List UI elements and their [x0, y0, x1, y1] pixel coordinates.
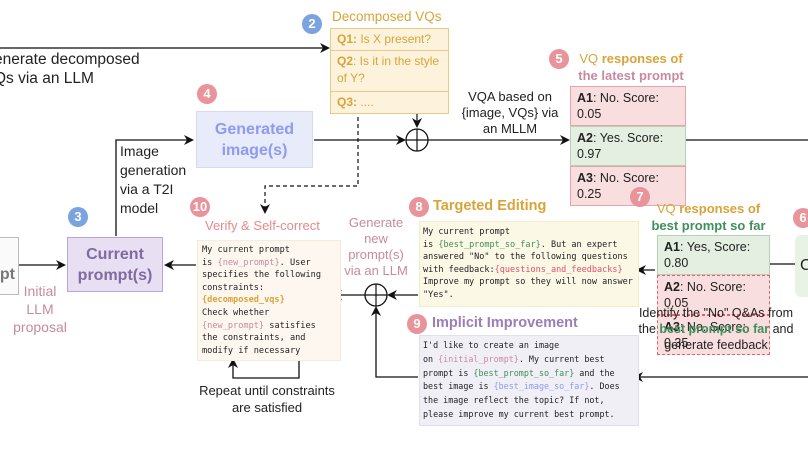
initial-llm-proposal-label: Initial LLM proposal [13, 283, 67, 335]
dashed-arrow-vqs-to-verify [260, 103, 359, 214]
image-generation-label: Image generation via a T2I model [120, 143, 187, 216]
answer-row-highlighted: A2: No. Score: 0.05 [657, 275, 770, 315]
step8-badge: 8 [409, 197, 429, 217]
identify-no-caption: Identify the "No" Q&As from the best pro… [638, 306, 794, 352]
verify-prompt-box: My current prompt is {new_prompt}. User … [197, 240, 341, 362]
initial-prompt-box: pt [0, 237, 19, 295]
step1-label: enerate decomposed Qs via an LLM [0, 50, 140, 88]
vq-key: Q3: [337, 95, 358, 109]
vq-text: Is X present? [357, 32, 432, 46]
step9-badge: 9 [407, 314, 427, 334]
title-responses: responses of [601, 51, 683, 66]
latest-responses-title: VQ responses of the latest prompt [576, 50, 686, 84]
current-label-2: prompt(s) [77, 267, 153, 284]
title-latest: the latest prompt [578, 68, 684, 83]
answer-row-highlighted: A3: No. Score: 0.35 [657, 315, 770, 355]
best-responses-title: VQ responses of best prompt so far [651, 201, 766, 233]
vq-text: : Is it in the style of Y? [337, 54, 440, 85]
title-vq: VQ [579, 51, 602, 66]
latest-responses-box: A1: No. Score: 0.05 A2: Yes. Score: 0.97… [570, 86, 686, 206]
targeted-editing-prompt-box: My current prompt is {best_prompt_so_far… [419, 221, 639, 307]
generate-new-prompt-label: Generate new prompt(s) via an LLM [344, 215, 408, 278]
targeted-editing-title: Targeted Editing [433, 198, 547, 214]
arrow-prompt-to-image [115, 135, 194, 236]
repeat-loop-arrow [228, 358, 300, 379]
step6-box: C [795, 235, 808, 297]
verify-title: Verify & Self-correct [205, 218, 320, 233]
step10-badge: 10 [190, 197, 210, 217]
implicit-improvement-prompt-box: I'd like to create an image on {initial_… [419, 335, 639, 426]
step1-line2: Qs via an LLM [0, 70, 94, 87]
vq-row: Q2: Is it in the style of Y? [331, 50, 448, 91]
vq-row: Q1: Is X present? [331, 29, 448, 50]
vq-key: Q2 [337, 54, 354, 68]
step6-badge: 6 [793, 208, 808, 228]
arrow-implicit-to-sum [371, 306, 418, 378]
implicit-improvement-title: Implicit Improvement [432, 315, 578, 331]
step6-partial-label: C [800, 257, 808, 274]
vq-text: .... [357, 95, 374, 109]
current-prompts-box[interactable]: Current prompt(s) [67, 237, 163, 292]
best-responses-box: A1: Yes, Score: 0.80 A2: No. Score: 0.05… [657, 235, 770, 355]
decomposed-vqs-title: Decomposed VQs [332, 9, 442, 24]
step3-badge: 3 [68, 207, 88, 227]
vq-key: Q1: [337, 32, 358, 46]
answer-row: A2: Yes. Score: 0.97 [570, 126, 686, 166]
step5-badge: 5 [549, 49, 569, 69]
current-label-1: Current [86, 246, 144, 263]
vqa-label: VQA based on {image, VQs} via an MLLM [461, 89, 559, 136]
step1-line1: enerate decomposed [0, 51, 140, 68]
initial-prompt-partial-label: pt [0, 266, 15, 283]
step4-badge: 4 [197, 84, 217, 104]
answer-row: A1: Yes, Score: 0.80 [657, 235, 770, 275]
decomposed-vqs-box: Q1: Is X present? Q2: Is it in the style… [330, 28, 449, 114]
answer-row: A1: No. Score: 0.05 [570, 86, 686, 126]
generated-label-1: Generated [214, 121, 295, 138]
generated-label-2: image(s) [221, 142, 288, 159]
repeat-caption: Repeat until constraints are satisfied [199, 383, 335, 415]
answer-row: A3: No. Score: 0.25 [570, 166, 686, 206]
step2-badge: 2 [302, 14, 322, 34]
generated-images-box: Generated image(s) [196, 111, 313, 168]
vq-row: Q3: .... [331, 91, 448, 113]
step7-badge: 7 [630, 187, 650, 207]
